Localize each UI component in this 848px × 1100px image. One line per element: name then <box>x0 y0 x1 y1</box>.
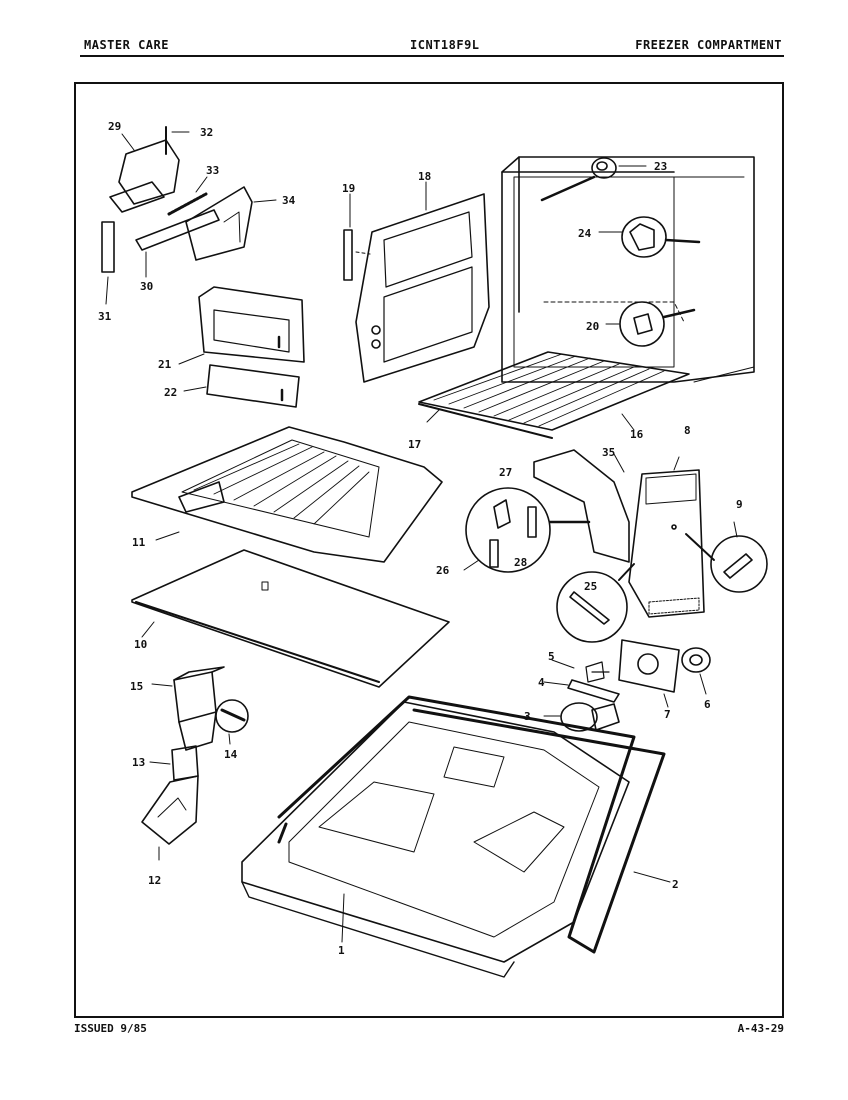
callout-7: 7 <box>664 708 671 721</box>
part-14-detail <box>215 699 249 745</box>
freezer-cabinet <box>501 156 755 383</box>
callout-27: 27 <box>499 466 512 479</box>
part-30-link <box>135 209 220 278</box>
part-9-detail <box>685 521 768 593</box>
part-24-light-bulb <box>598 216 701 258</box>
footer-page-code: A-43-29 <box>737 1022 784 1035</box>
part-20-control-knob <box>605 301 696 347</box>
part-26-27-28-detail <box>463 487 591 573</box>
footer-issue-date: ISSUED 9/85 <box>74 1022 147 1035</box>
header-rule <box>80 55 784 57</box>
part-22-label <box>183 364 300 408</box>
callout-15: 15 <box>130 680 143 693</box>
callout-21: 21 <box>158 358 172 371</box>
callout-28: 28 <box>514 556 527 569</box>
callout-32: 32 <box>200 126 213 139</box>
callout-labels: 29 32 33 34 30 31 21 22 19 18 23 24 20 1… <box>98 120 743 957</box>
part-23-light-socket <box>540 157 647 202</box>
part-33-spring <box>167 176 208 216</box>
part-35-air-duct <box>533 449 630 563</box>
part-21-control-housing <box>178 286 305 365</box>
callout-2: 2 <box>672 878 679 891</box>
callout-9: 9 <box>736 498 743 511</box>
part-12-ice-scoop <box>141 775 199 861</box>
callout-29: 29 <box>108 120 121 133</box>
callout-5: 5 <box>548 650 555 663</box>
callout-17: 17 <box>408 438 421 451</box>
callout-22: 22 <box>164 386 177 399</box>
callout-30: 30 <box>140 280 153 293</box>
part-6-grommet <box>681 647 711 695</box>
part-3-fan-motor <box>543 702 620 732</box>
callout-18: 18 <box>418 170 431 183</box>
part-7-mounting-plate <box>618 639 680 708</box>
callout-1: 1 <box>338 944 345 957</box>
part-29-damper-control <box>109 126 190 213</box>
exploded-parts-diagram: 29 32 33 34 30 31 21 22 19 18 23 24 20 1… <box>98 120 768 978</box>
callout-20: 20 <box>586 320 599 333</box>
callout-14: 14 <box>224 748 238 761</box>
callout-23: 23 <box>654 160 667 173</box>
callout-31: 31 <box>98 310 112 323</box>
callout-12: 12 <box>148 874 161 887</box>
callout-13: 13 <box>132 756 145 769</box>
part-1-bottom-liner <box>241 701 630 978</box>
header-model-number: ICNT18F9L <box>410 38 480 52</box>
part-8-evaporator-panel <box>628 456 705 618</box>
part-16-17-wire-shelf <box>418 351 690 439</box>
part-15-ice-bin <box>151 666 225 751</box>
callout-33: 33 <box>206 164 219 177</box>
callout-34: 34 <box>282 194 296 207</box>
part-13-clip <box>149 745 199 781</box>
part-11-evaporator-cover <box>131 426 443 563</box>
callout-24: 24 <box>578 227 592 240</box>
header-section-title: FREEZER COMPARTMENT <box>635 38 782 52</box>
callout-3: 3 <box>524 710 531 723</box>
callout-11: 11 <box>132 536 146 549</box>
part-2-door-gasket <box>277 695 671 954</box>
callout-35: 35 <box>602 446 615 459</box>
callout-6: 6 <box>704 698 711 711</box>
callout-26: 26 <box>436 564 450 577</box>
part-25-detail <box>556 563 635 643</box>
part-34-bracket <box>185 186 277 261</box>
callout-4: 4 <box>538 676 545 689</box>
part-31-slide <box>101 221 115 305</box>
callout-19: 19 <box>342 182 355 195</box>
part-19-hinge <box>343 193 371 281</box>
part-10-panel <box>131 549 450 688</box>
diagram-frame <box>74 82 784 1018</box>
callout-16: 16 <box>630 428 644 441</box>
part-18-door-liner <box>355 181 490 383</box>
callout-10: 10 <box>134 638 147 651</box>
header-brand: MASTER CARE <box>84 38 169 52</box>
part-5-fan-blade <box>551 659 610 683</box>
callout-25: 25 <box>584 580 597 593</box>
part-4-bracket <box>543 679 620 703</box>
callout-8: 8 <box>684 424 691 437</box>
